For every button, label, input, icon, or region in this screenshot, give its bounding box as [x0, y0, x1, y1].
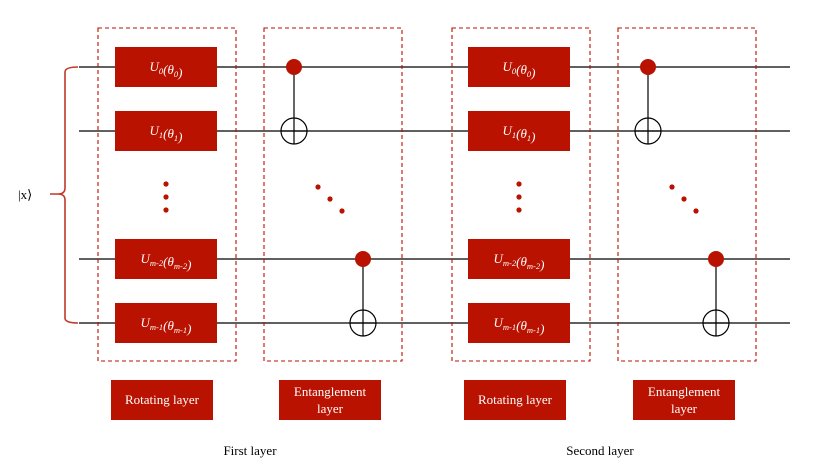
rotating-layer-text: Rotating layer	[125, 392, 200, 407]
first-entanglement-layer-label: Entanglement layer	[279, 380, 381, 420]
first-rotating-ellipsis	[163, 181, 169, 213]
first-entanglement-layer-box	[263, 27, 403, 362]
entanglement-layer-text-line1: Entanglement	[294, 384, 367, 399]
second-entanglement-layer-label: Entanglement layer	[633, 380, 735, 420]
rotation-gate: U1(θ1)	[468, 111, 570, 151]
control-dot-icon	[708, 251, 724, 267]
gate-label: U1(θ1)	[150, 123, 183, 144]
ellipsis-dot	[516, 194, 522, 200]
rotation-gate: Um-2(θm-2)	[468, 239, 570, 279]
qubit-wires	[79, 66, 790, 324]
label-box	[633, 380, 735, 420]
control-dot-icon	[286, 59, 302, 75]
second-rotating-ellipsis	[516, 181, 522, 213]
rotation-gate: U0(θ0)	[115, 47, 217, 87]
cnot-gate	[702, 251, 730, 337]
second-rotating-layer-label: Rotating layer	[464, 380, 566, 420]
gate-label: Um-1(θm-1)	[494, 315, 545, 336]
input-state-label: |x⟩	[18, 187, 32, 202]
rotation-gate-box	[468, 239, 570, 279]
rotation-gate-box	[115, 239, 217, 279]
second-entanglement-layer-box	[617, 27, 757, 362]
gate-label: U0(θ0)	[503, 59, 536, 80]
gate-label: Um-1(θm-1)	[141, 315, 192, 336]
gate-label: U1(θ1)	[503, 123, 536, 144]
ellipsis-dot	[327, 196, 333, 202]
ellipsis-dot	[163, 207, 169, 213]
first-layer-caption: First layer	[223, 443, 277, 458]
rotation-gate-box	[115, 303, 217, 343]
entanglement-layer-text-line2: layer	[671, 401, 698, 416]
ellipsis-dot	[516, 207, 522, 213]
rotation-gate: Um-2(θm-2)	[115, 239, 217, 279]
rotation-gate-box	[468, 47, 570, 87]
rotation-gate: U0(θ0)	[468, 47, 570, 87]
gate-label: Um-2(θm-2)	[141, 251, 192, 272]
cnot-gate	[349, 251, 377, 337]
first-rotating-layer-label: Rotating layer	[111, 380, 213, 420]
ellipsis-dot	[163, 194, 169, 200]
ellipsis-dot	[693, 208, 699, 214]
rotation-gate-box	[115, 111, 217, 151]
gates: U0(θ0) U1(θ1) Um-2(θm-2) Um-1(θm-1) U0(θ0) U1…	[115, 47, 730, 343]
label-box	[279, 380, 381, 420]
first-entanglement-ellipsis	[315, 184, 345, 214]
entanglement-layer-text-line2: layer	[317, 401, 344, 416]
ellipsis-dot	[681, 196, 687, 202]
rotation-gate: U1(θ1)	[115, 111, 217, 151]
input-brace	[50, 66, 79, 324]
rotation-gate-box	[468, 111, 570, 151]
second-entanglement-ellipsis	[669, 184, 699, 214]
cnot-gate	[634, 59, 662, 145]
entanglement-layer-text-line1: Entanglement	[648, 384, 721, 399]
ellipsis-dot	[315, 184, 321, 190]
rotating-layer-text: Rotating layer	[478, 392, 553, 407]
ellipsis-dot	[669, 184, 675, 190]
control-dot-icon	[355, 251, 371, 267]
label-box	[464, 380, 566, 420]
rotation-gate: Um-1(θm-1)	[115, 303, 217, 343]
rotation-gate: Um-1(θm-1)	[468, 303, 570, 343]
gate-label: U0(θ0)	[150, 59, 183, 80]
rotation-gate-box	[468, 303, 570, 343]
label-box	[111, 380, 213, 420]
second-layer-caption: Second layer	[566, 443, 634, 458]
control-dot-icon	[640, 59, 656, 75]
ellipsis-dot	[163, 181, 169, 187]
gate-label: Um-2(θm-2)	[494, 251, 545, 272]
second-rotating-layer-box	[451, 27, 591, 362]
rotation-gate-box	[115, 47, 217, 87]
first-rotating-layer-box	[97, 27, 237, 362]
ellipsis-dot	[339, 208, 345, 214]
input-register: |x⟩	[18, 66, 79, 324]
layer-boxes	[97, 27, 757, 362]
ellipsis-dot	[516, 181, 522, 187]
cnot-gate	[280, 59, 308, 145]
